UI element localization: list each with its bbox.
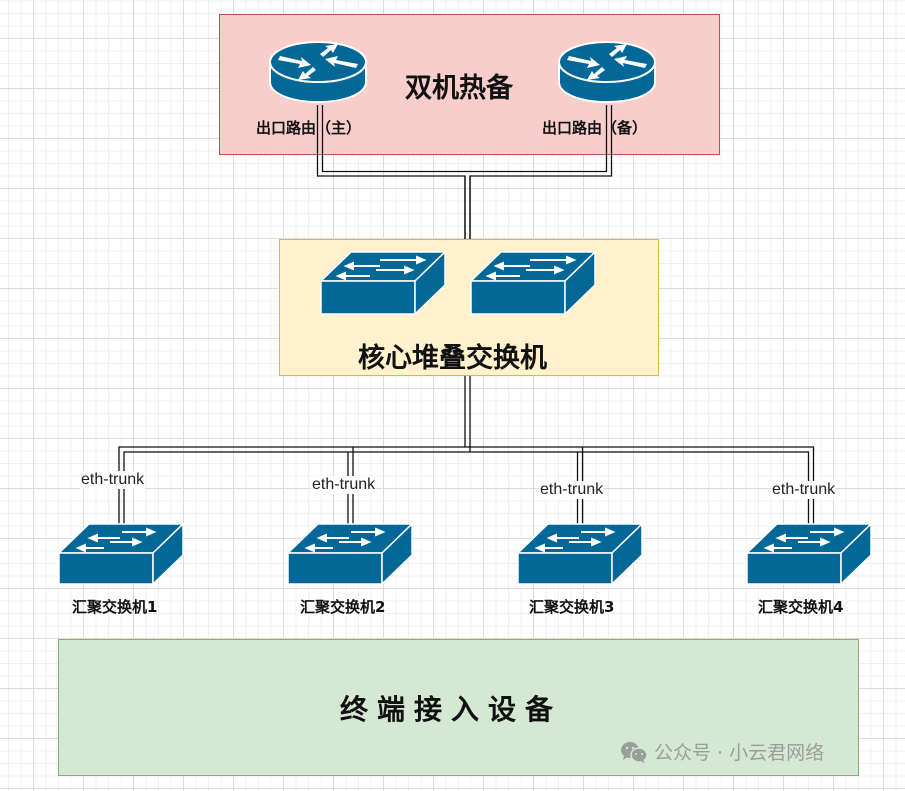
access-group-title: 终端接入设备 [340,693,563,726]
router-icon[interactable] [268,40,368,104]
router-primary-label: 出口路由（主） [256,119,362,137]
wechat-icon [621,741,648,763]
aggregation-switch-icon[interactable] [286,522,414,586]
aggregation-switch-icon[interactable] [745,522,873,586]
aggregation-switch-icon[interactable] [516,522,644,586]
eth-trunk-label: eth-trunk [771,481,837,499]
aggregation-switch-1-label: 汇聚交换机1 [72,598,158,616]
aggregation-switch-4-label: 汇聚交换机4 [758,598,844,616]
watermark: 公众号 · 小云君网络 [620,738,824,765]
core-switch-icon[interactable] [319,250,447,316]
core-switch-icon[interactable] [469,250,597,316]
eth-trunk-label: eth-trunk [80,471,146,489]
core-group-title: 核心堆叠交换机 [358,343,547,374]
aggregation-switch-2-label: 汇聚交换机2 [300,598,386,616]
router-backup-label: 出口路由（备） [542,119,648,137]
eth-trunk-label: eth-trunk [539,481,605,499]
link-agg-1 [118,446,815,525]
eth-trunk-label: eth-trunk [311,476,377,494]
ha-group-title: 双机热备 [405,73,513,104]
watermark-text: 公众号 · 小云君网络 [654,742,825,764]
aggregation-switch-icon[interactable] [57,522,185,586]
router-icon[interactable] [557,40,657,104]
access-group-box [58,639,859,776]
aggregation-switch-3-label: 汇聚交换机3 [529,598,615,616]
